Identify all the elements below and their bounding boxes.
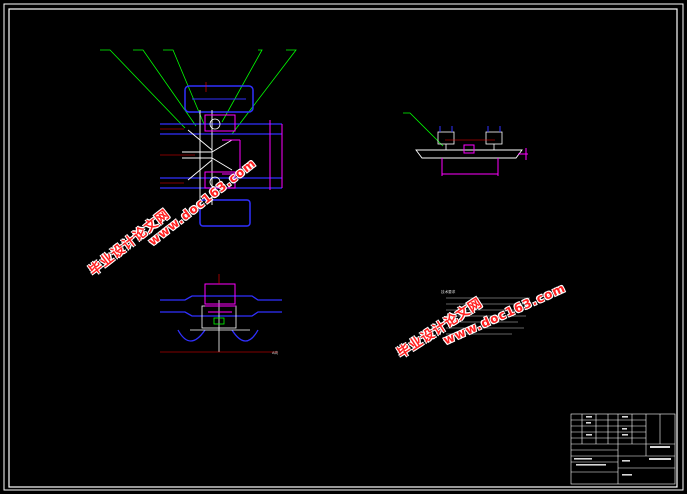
view-label: A向	[272, 350, 278, 355]
lower-wheel	[199, 199, 251, 227]
side-leader	[403, 112, 444, 147]
leader-lines	[100, 49, 297, 135]
side-view	[403, 112, 528, 176]
notes-title: 技术要求	[441, 289, 456, 294]
front-view: A向	[160, 274, 282, 355]
title-block-marks	[574, 416, 671, 476]
side-beam	[415, 149, 523, 159]
lower-joint	[209, 176, 221, 188]
title-block	[570, 413, 676, 485]
drawing-frame-outer	[3, 3, 684, 491]
drawing-frame-inner	[8, 8, 678, 488]
plan-view	[100, 49, 297, 227]
upper-wheel	[184, 85, 254, 113]
upper-joint	[209, 118, 221, 130]
technical-notes: 技术要求	[441, 289, 530, 335]
